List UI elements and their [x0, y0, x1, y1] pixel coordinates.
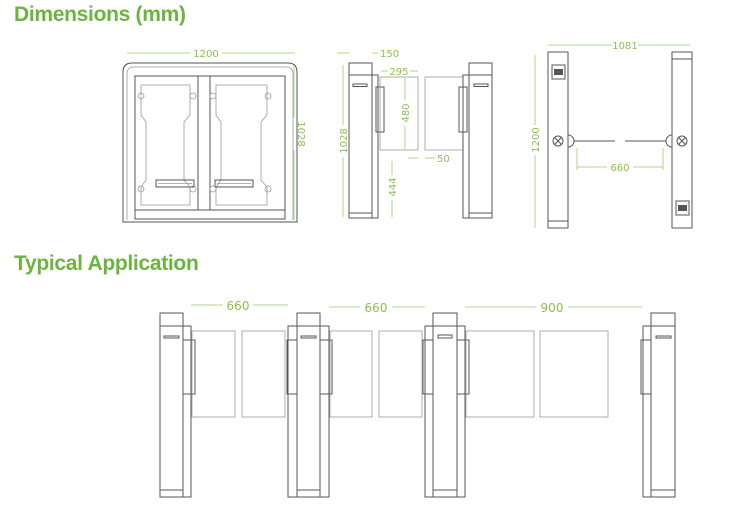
turnstile-post: [640, 312, 676, 498]
dimensions-heading: Dimensions (mm): [14, 3, 186, 26]
swing-panel: [465, 330, 535, 418]
floor-gap-label: 444: [388, 177, 399, 196]
top-view-drawing: [547, 51, 693, 229]
lane-width-label: 660: [365, 301, 388, 315]
gap-label: 50: [437, 154, 450, 165]
card-reader-icon: [678, 205, 687, 211]
front-width-label: 1200: [193, 49, 218, 60]
total-height-label: 1028: [339, 128, 350, 153]
panel-height-label: 480: [401, 103, 412, 122]
top-view-dimensions: 1081 1200 660: [531, 41, 690, 228]
turnstile-post: [422, 312, 470, 498]
panel-width-label: 295: [389, 67, 408, 78]
swing-panel: [241, 330, 286, 418]
application-dimensions: 660 660 900: [191, 299, 642, 315]
swing-panel: [329, 330, 373, 418]
passage-width-label: 660: [610, 163, 629, 174]
swing-panel: [539, 330, 609, 418]
lane-width-label: 900: [541, 301, 564, 315]
top-width-label: 1200: [531, 127, 542, 152]
turnstile-post: [159, 312, 196, 498]
swing-panel: [191, 330, 236, 418]
post-width-label: 150: [380, 49, 399, 60]
lane-width-label: 660: [227, 299, 250, 313]
side-view-drawing: [348, 62, 493, 219]
typical-application-heading: Typical Application: [14, 252, 199, 275]
turnstile-post: [286, 312, 333, 498]
card-reader-icon: [554, 69, 563, 75]
application-drawing: [159, 312, 676, 498]
front-view-dimensions: 1200 1028: [127, 49, 306, 220]
front-view-drawing: [122, 62, 298, 223]
front-height-label: 1028: [295, 121, 306, 146]
side-view-dimensions: 150 295 480 1028 444 50: [337, 49, 450, 217]
top-length-label: 1081: [612, 41, 637, 52]
swing-panel: [378, 330, 423, 418]
